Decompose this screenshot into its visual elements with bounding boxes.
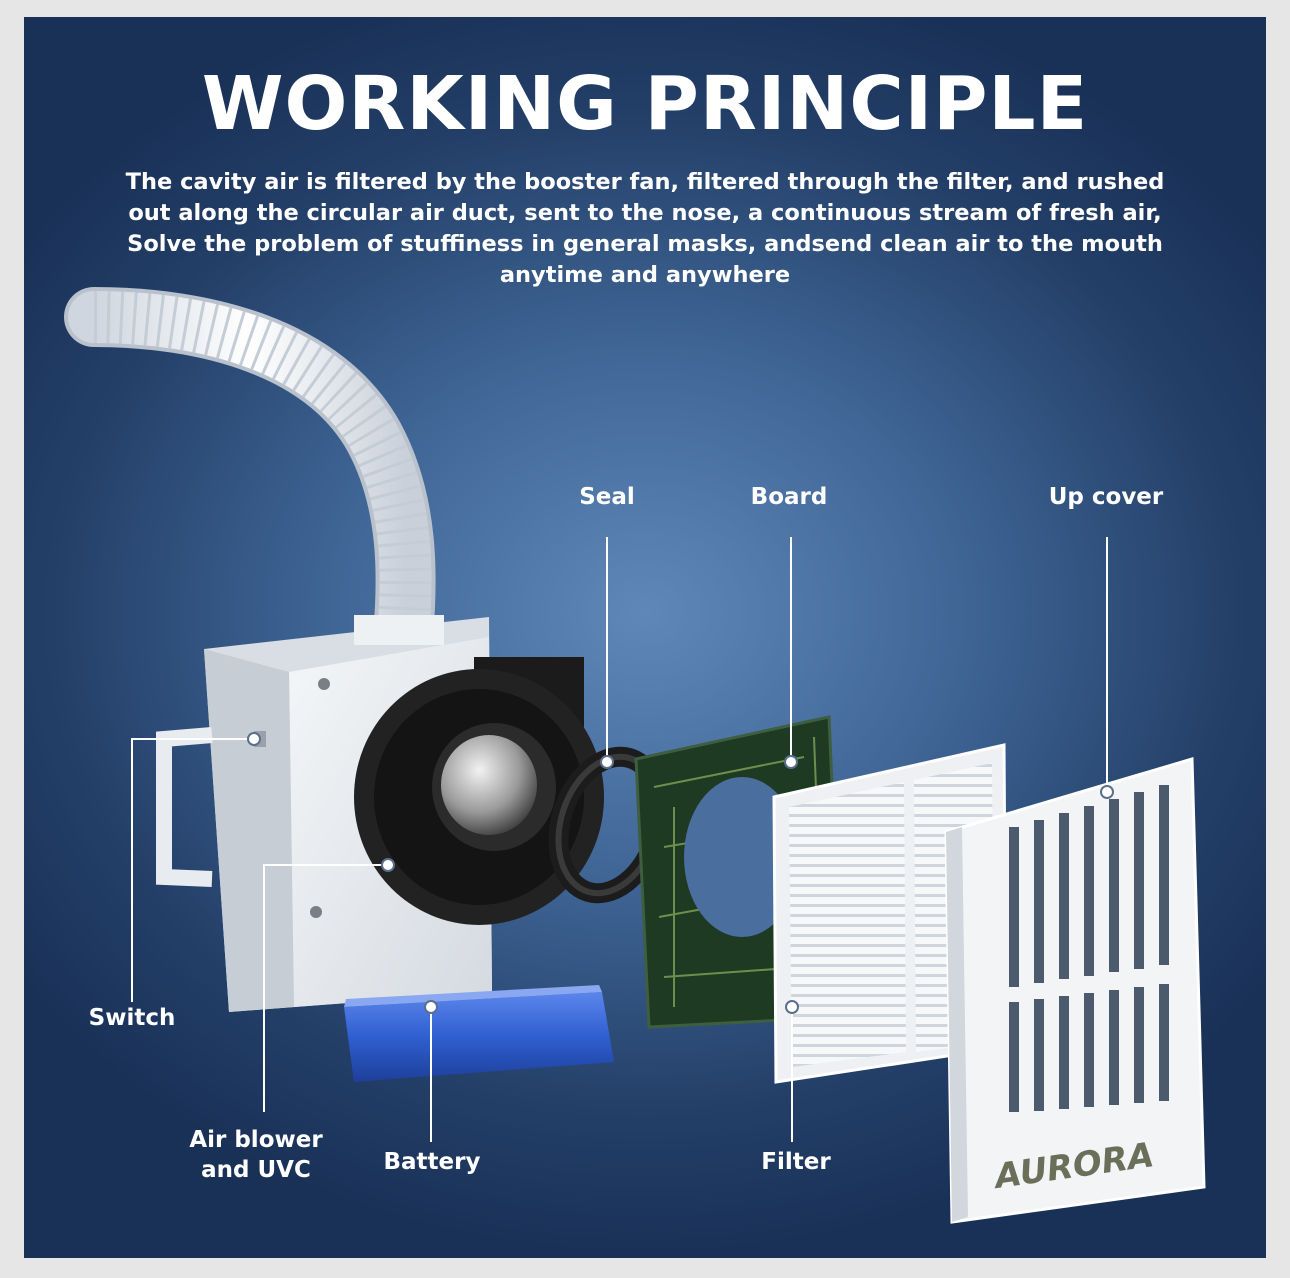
up-cover: AURORA <box>944 757 1206 1224</box>
battery <box>344 985 614 1082</box>
air-hose <box>64 287 436 677</box>
page-title: WORKING PRINCIPLE <box>201 61 1089 147</box>
label-filter: Filter <box>761 1149 831 1175</box>
label-seal: Seal <box>579 484 635 510</box>
label-switch: Switch <box>88 1005 176 1031</box>
callout-dots <box>247 732 1114 1014</box>
exploded-view-illustration: AURORA <box>64 287 1206 1224</box>
label-board: Board <box>750 484 828 510</box>
callout-lines <box>131 537 1108 1142</box>
label-air-blower-line2: and UVC <box>201 1157 311 1183</box>
label-air-blower-line1: Air blower <box>189 1127 323 1153</box>
description-text: The cavity air is filtered by the booste… <box>125 169 1165 288</box>
label-battery: Battery <box>383 1149 481 1175</box>
label-air-blower: Air blower and UVC <box>189 1125 322 1185</box>
diagram-panel: WORKING PRINCIPLE The cavity air is filt… <box>24 17 1266 1258</box>
air-blower <box>354 657 604 925</box>
label-up-cover: Up cover <box>1048 484 1164 510</box>
